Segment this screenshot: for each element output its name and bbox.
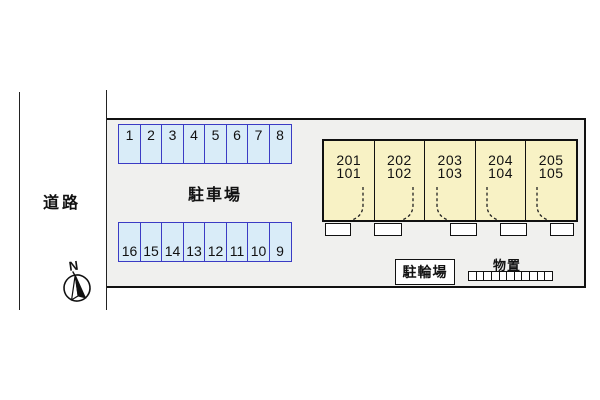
parking-space-number: 16 — [121, 243, 138, 259]
storage-units-row — [468, 271, 553, 281]
entrance-porch — [374, 223, 402, 236]
parking-space-number: 9 — [276, 243, 284, 259]
storage-cell — [506, 272, 514, 280]
parking-space-number: 7 — [254, 127, 263, 143]
unit-number-lower: 101 — [336, 165, 362, 181]
storage-cell — [544, 272, 552, 280]
storage-cell — [475, 272, 484, 280]
unit-number-lower: 104 — [488, 165, 513, 181]
entrance-porch — [500, 223, 527, 236]
storage-cell — [521, 272, 529, 280]
parking-space-9: 9 — [268, 222, 292, 262]
svg-text:N: N — [68, 258, 79, 274]
parking-space-15: 15 — [139, 222, 163, 262]
parking-space-number: 13 — [186, 243, 202, 259]
unit-number-upper: 203 — [437, 152, 463, 168]
road-right-boundary-line — [106, 90, 107, 310]
road-left-boundary-line — [19, 92, 20, 310]
entrance-porch — [550, 223, 574, 236]
parking-space-number: 6 — [233, 127, 241, 143]
unit-number-upper: 202 — [386, 152, 412, 168]
storage-cell — [469, 272, 476, 280]
storage-cell — [536, 272, 545, 280]
unit-number-upper: 204 — [488, 152, 513, 168]
parking-space-number: 10 — [250, 243, 267, 259]
unit-number-upper: 205 — [538, 152, 564, 168]
parking-lot-label: 駐車場 — [187, 187, 242, 204]
parking-space-5: 5 — [204, 124, 227, 164]
parking-space-4: 4 — [182, 124, 206, 164]
parking-row-bottom: 16 15 14 13 12 11 10 9 — [118, 222, 292, 262]
storage-cell — [529, 272, 537, 280]
parking-space-2: 2 — [139, 124, 163, 164]
parking-space-number: 4 — [190, 127, 198, 143]
unit-number-upper: 201 — [336, 152, 362, 168]
parking-space-6: 6 — [225, 124, 249, 164]
parking-space-3: 3 — [161, 124, 184, 164]
parking-space-10: 10 — [247, 222, 270, 262]
parking-space-number: 1 — [125, 127, 134, 143]
storage-cell — [490, 272, 499, 280]
parking-space-8: 8 — [268, 124, 292, 164]
parking-space-number: 15 — [143, 243, 159, 259]
storage-cell — [483, 272, 491, 280]
parking-space-7: 7 — [247, 124, 270, 164]
compass-north-icon: N — [63, 258, 91, 302]
road-label: 道路 — [42, 195, 81, 212]
parking-space-number: 3 — [168, 127, 177, 143]
bicycle-parking-box: 駐輪場 — [395, 259, 455, 285]
unit-number-lower: 102 — [386, 165, 412, 181]
parking-space-16: 16 — [118, 222, 141, 262]
entrance-porch — [325, 223, 351, 236]
parking-space-13: 13 — [182, 222, 206, 262]
parking-space-number: 11 — [229, 243, 245, 259]
entrance-porch — [450, 223, 477, 236]
storage-label: 物置 — [492, 258, 521, 273]
storage-cell — [498, 272, 507, 280]
parking-space-12: 12 — [204, 222, 227, 262]
unit-number-lower: 105 — [538, 165, 564, 181]
parking-space-14: 14 — [161, 222, 184, 262]
parking-space-number: 12 — [207, 243, 224, 259]
storage-cell — [513, 272, 522, 280]
parking-space-number: 14 — [164, 243, 181, 259]
unit-number-lower: 103 — [437, 165, 463, 181]
parking-space-11: 11 — [225, 222, 249, 262]
parking-space-number: 2 — [147, 127, 155, 143]
parking-space-number: 8 — [276, 127, 284, 143]
parking-space-1: 1 — [118, 124, 141, 164]
parking-space-number: 5 — [211, 127, 220, 143]
